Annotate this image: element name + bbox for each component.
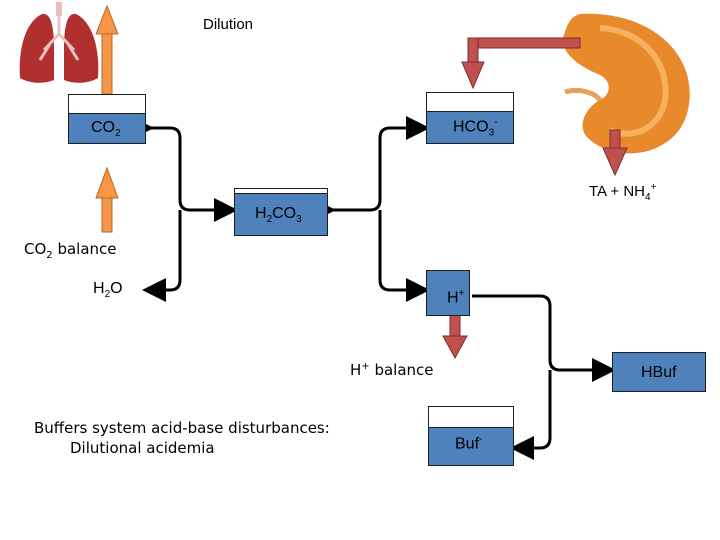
red-elbow-arrow	[461, 37, 581, 90]
red-down-arrow-h	[442, 314, 468, 360]
red-down-arrow-kidney	[602, 129, 628, 177]
hco3-box: HCO3-	[426, 92, 514, 144]
ta-nh4-label: TA + NH4+	[589, 182, 657, 203]
hbuf-box: HBuf	[612, 352, 706, 392]
co2-box-label: CO2	[91, 118, 121, 139]
buf-box: Buf-	[428, 406, 514, 466]
dilution-label: Dilution	[203, 16, 254, 33]
h-balance-label: H+ balance	[350, 361, 434, 379]
h2co3-box-label: H2CO3	[255, 204, 302, 225]
h2co3-box: H2CO3	[234, 188, 328, 236]
equilibrium-lines	[130, 116, 616, 460]
lungs-icon	[19, 2, 99, 83]
footnote-line-1: Buffers system acid-base disturbances:	[34, 419, 330, 437]
buf-box-label: Buf-	[455, 433, 483, 452]
h2o-label: H2O	[93, 280, 123, 301]
orange-up-arrow-top	[95, 4, 119, 95]
hbuf-box-label: HBuf	[641, 364, 677, 381]
h-box: H+	[426, 270, 470, 316]
co2-box: CO2	[68, 94, 146, 144]
footnote-line-2: Dilutional acidemia	[70, 439, 215, 457]
kidney-icon	[562, 13, 690, 154]
orange-up-arrow-bottom	[95, 166, 119, 233]
hco3-box-label: HCO3-	[453, 117, 498, 139]
co2-balance-label: CO2 balance	[24, 240, 117, 261]
h-box-label: H+	[447, 287, 465, 306]
